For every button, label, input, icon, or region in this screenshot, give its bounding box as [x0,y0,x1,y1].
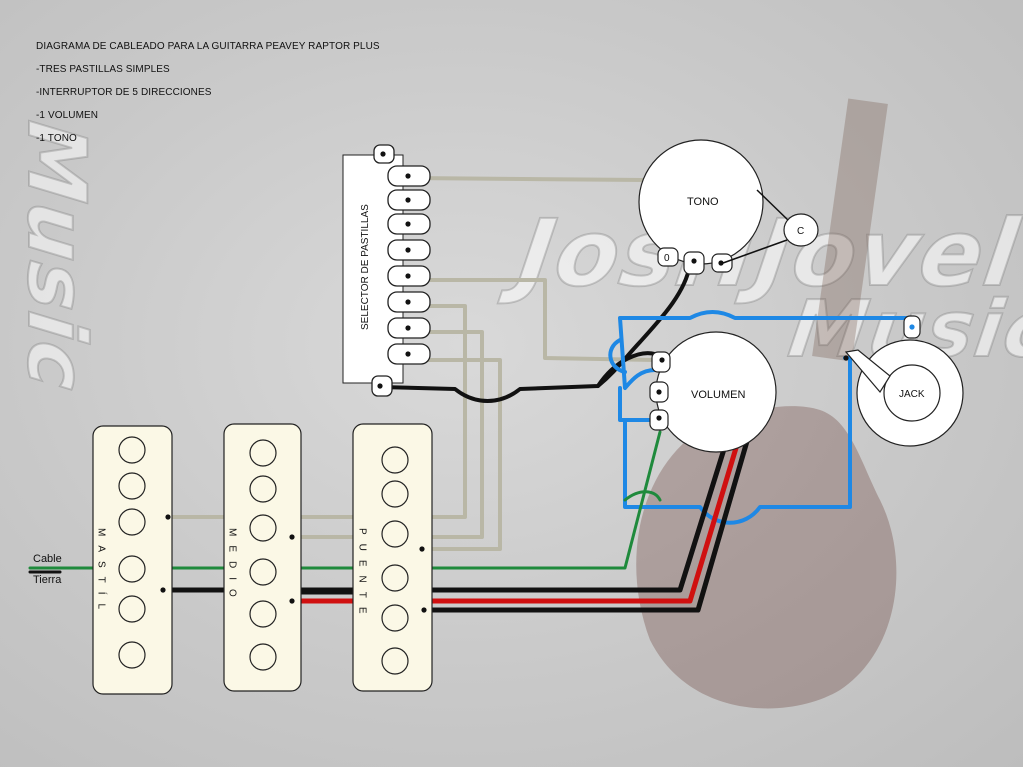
wire-selector-to-neck [168,304,467,519]
volume-label: VOLUMEN [691,389,745,401]
selector-label: SELECTOR DE PASTILLAS [360,204,371,330]
pickup-bridge-label: PUENTE [357,528,368,623]
capacitor [783,213,819,247]
volume-pot: VOLUMEN [649,331,777,453]
capacitor-lead-1 [756,189,791,223]
pickup-middle-label: MEDIO [227,528,238,606]
pickup-middle: MEDIO [223,423,302,692]
diagram-title: DIAGRAMA DE CABLEADO PARA LA GUITARRA PE… [36,41,380,52]
pickup-bridge: PUENTE [352,423,433,692]
pickup-neck: MASTÍL [92,425,173,695]
capacitor-lead-2 [722,239,788,264]
wire-selector-to-volume [408,278,657,362]
wire-ground-arc [623,490,662,502]
tone-label: TONO [687,196,719,208]
wire-shield-loop [618,310,914,525]
selector-lugs [371,144,431,397]
note-volume: -1 VOLUMEN [36,110,99,121]
jack-label: JACK [899,389,925,400]
tone-lug-left [657,247,679,267]
wire-tone-to-volume [596,260,692,388]
jack-ground-tab [844,349,891,394]
wire-selector-to-bridge [408,358,502,551]
output-jack: JACK [843,315,964,447]
legend-ground: Tierra [33,574,62,586]
wire-shield-arc [608,338,627,374]
note-tone: -1 TONO [36,133,77,144]
note-pickups: -TRES PASTILLAS SIMPLES [36,64,170,75]
pickup-neck-label: MASTÍL [96,528,109,618]
diagram-notes: DIAGRAMA DE CABLEADO PARA LA GUITARRA PE… [36,40,380,155]
capacitor-label: C [797,226,804,237]
wire-selector-to-tone [408,176,647,182]
note-switch: -INTERRUPTOR DE 5 DIRECCIONES [36,87,212,98]
tone-lug-label: 0 [664,253,670,264]
wire-selector-common [378,351,657,403]
pickup-selector: SELECTOR DE PASTILLAS [342,144,431,397]
tone-pot: TONO 0 C [638,139,819,275]
legend-cable: Cable [33,553,62,565]
wire-black-2 [419,421,755,613]
guitar-silhouette [636,98,897,709]
